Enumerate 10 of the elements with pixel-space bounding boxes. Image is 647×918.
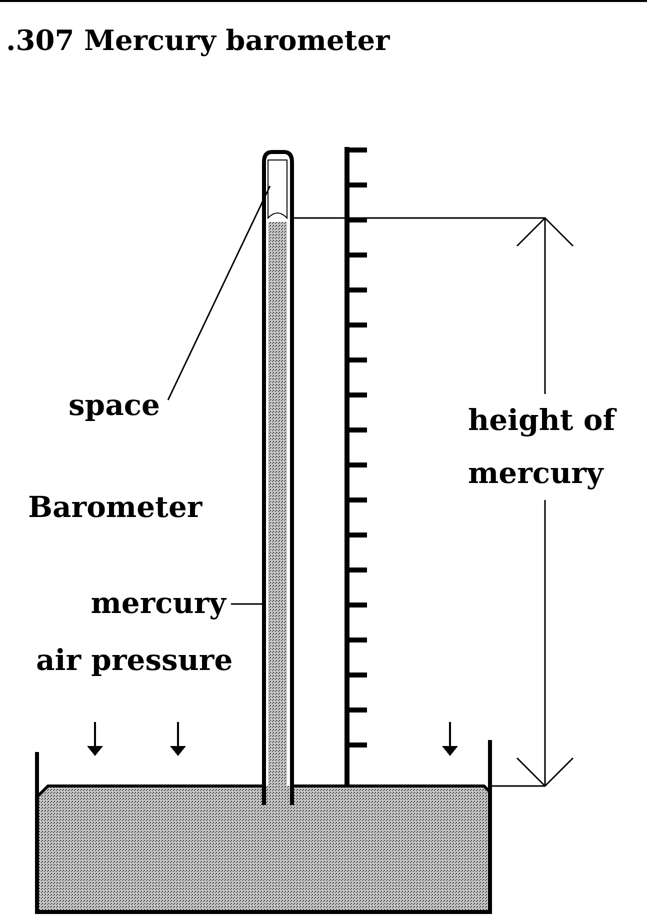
mercury-column bbox=[268, 222, 287, 787]
label: Barometer bbox=[28, 489, 202, 525]
part-label: mercury bbox=[90, 585, 226, 621]
leader-line bbox=[167, 186, 271, 400]
title: .307 Mercury barometer bbox=[6, 24, 390, 58]
part-label: space bbox=[68, 387, 160, 423]
label: height of mercury bbox=[468, 394, 618, 500]
vacuum-space bbox=[268, 160, 288, 218]
label: air pressure bbox=[36, 642, 233, 678]
leader-line bbox=[231, 603, 264, 605]
